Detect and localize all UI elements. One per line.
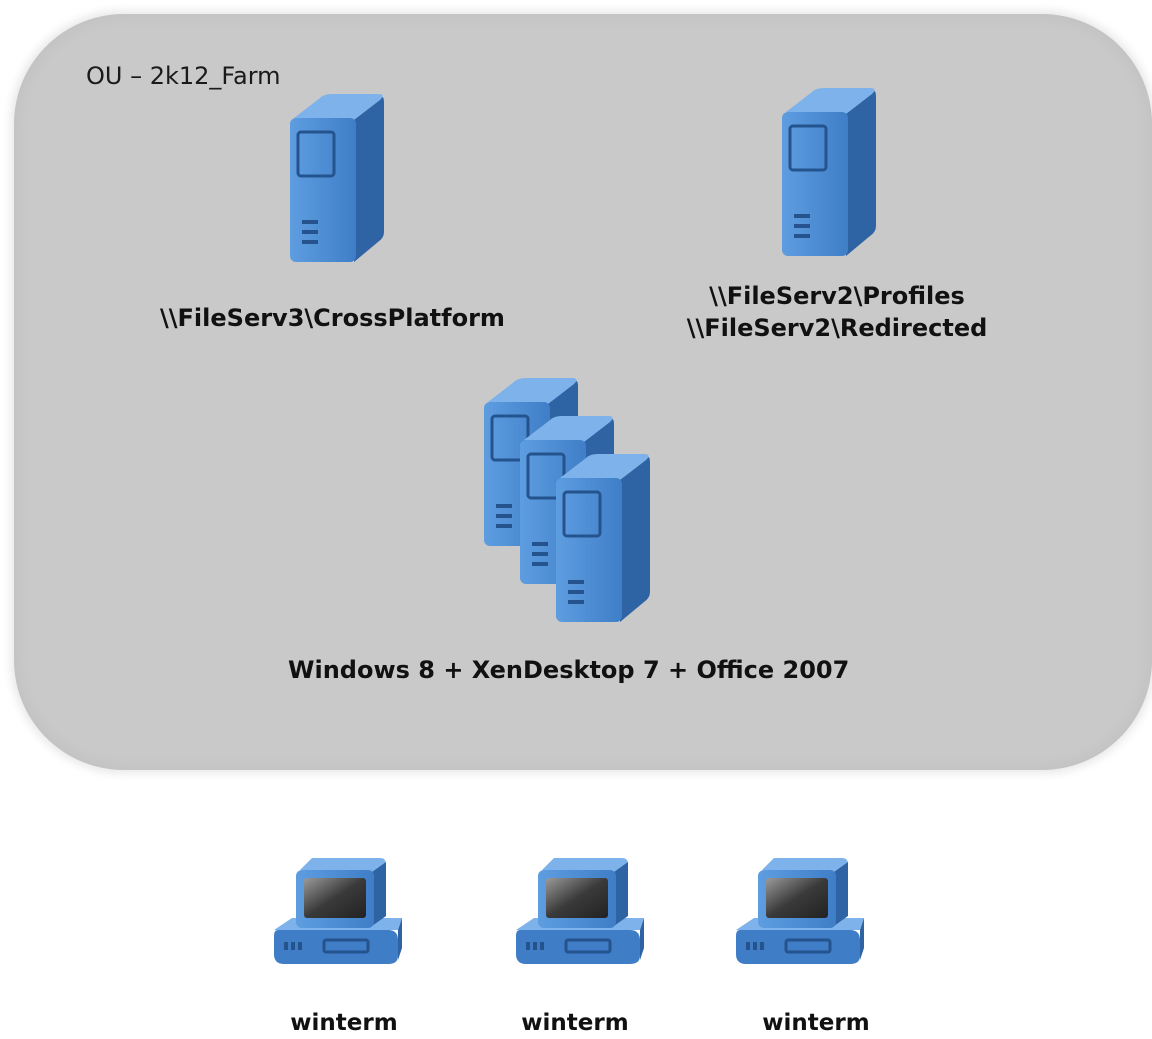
thin-client-terminal-icon bbox=[272, 856, 406, 966]
server-tower-icon bbox=[776, 86, 880, 258]
terminal-label: winterm bbox=[762, 1010, 870, 1036]
server-cluster-icon bbox=[478, 376, 668, 624]
server-tower-icon bbox=[284, 92, 388, 264]
fileserv3-share-label: \\FileServ3\CrossPlatform bbox=[160, 304, 505, 332]
fileserv2-profiles-label: \\FileServ2\Profiles bbox=[709, 282, 965, 310]
ou-label: OU – 2k12_Farm bbox=[86, 62, 281, 90]
ou-container bbox=[14, 14, 1152, 770]
terminal-label: winterm bbox=[290, 1010, 398, 1036]
fileserv2-share-labels: \\FileServ2\Profiles \\FileServ2\Redirec… bbox=[672, 280, 1002, 344]
fileserv2-redirected-label: \\FileServ2\Redirected bbox=[686, 314, 988, 342]
thin-client-terminal-icon bbox=[514, 856, 648, 966]
farm-server-front bbox=[554, 452, 652, 624]
thin-client-terminal-icon bbox=[734, 856, 868, 966]
server-farm-label: Windows 8 + XenDesktop 7 + Office 2007 bbox=[288, 656, 850, 684]
terminal-label: winterm bbox=[521, 1010, 629, 1036]
